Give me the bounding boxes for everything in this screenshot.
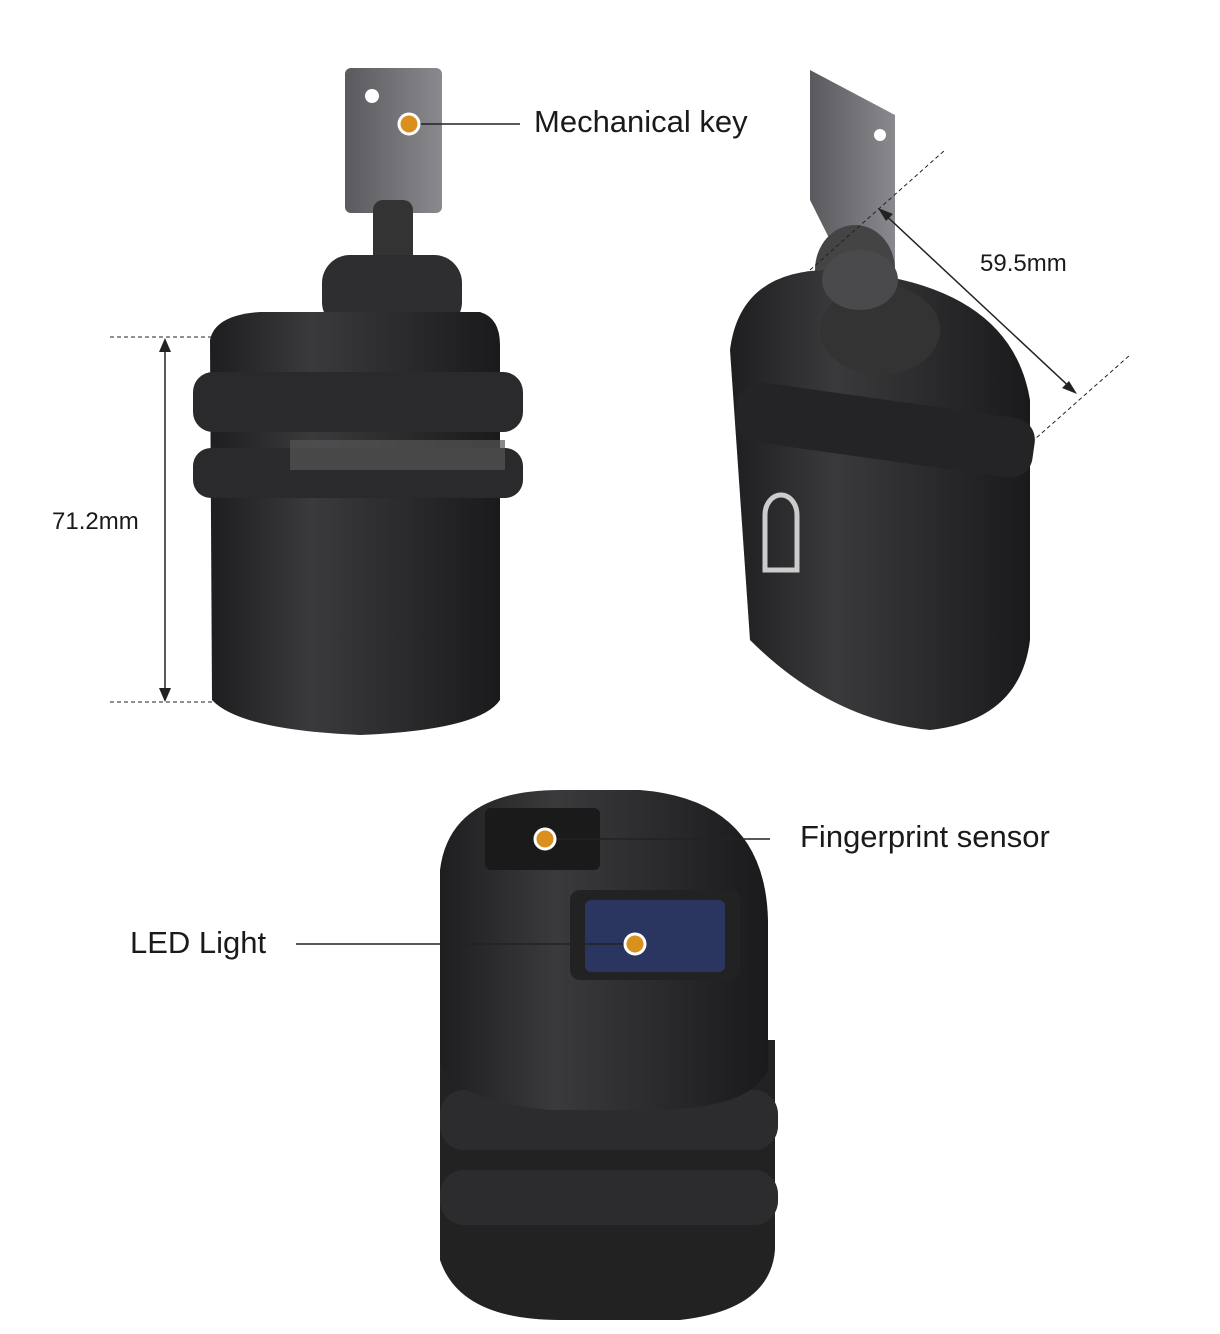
dimension-width-label: 59.5mm — [980, 250, 1067, 277]
callout-led-light: LED Light — [130, 925, 267, 960]
lock-top-view — [440, 790, 778, 1320]
marker-fingerprint-sensor — [533, 827, 557, 851]
brand-logo — [762, 492, 800, 573]
mechanical-key — [345, 68, 442, 213]
callout-mechanical-key: Mechanical key — [534, 104, 748, 139]
callout-fingerprint-sensor: Fingerprint sensor — [800, 819, 1050, 854]
callout-markers — [296, 112, 770, 956]
marker-led-light — [623, 932, 647, 956]
dimension-height-label: 71.2mm — [52, 508, 139, 535]
led-light — [585, 900, 725, 972]
dimension-height — [110, 336, 215, 703]
lock-angled-view — [730, 70, 1035, 730]
marker-mechanical-key — [397, 112, 421, 136]
lock-front-view — [193, 68, 523, 735]
ratchet-teeth — [290, 440, 505, 470]
dimension-width — [809, 149, 1131, 471]
